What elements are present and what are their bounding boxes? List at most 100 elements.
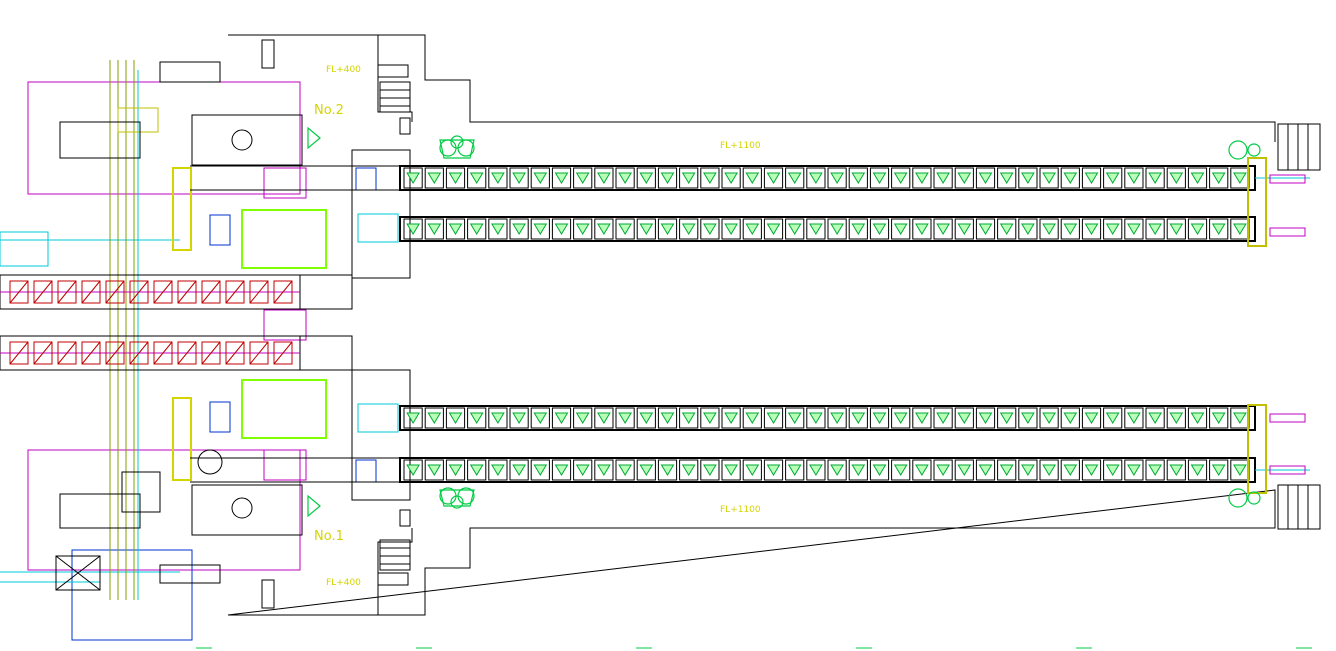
tray-triangle [1190,412,1205,424]
tray-frame [806,459,826,481]
tray-frame [657,218,678,240]
line-number-label-2: No.2 [314,103,344,118]
floor-level-label-top-conveyor: FL+1100 [720,141,761,151]
tray-triangle [1190,172,1205,184]
tray-frame [700,459,720,481]
tray-triangle [745,464,760,476]
conveyor-cell-diagonal [153,280,173,304]
tray-triangle [597,172,611,184]
tray-triangle [1063,412,1078,424]
tray-triangle [1084,464,1099,476]
frame-lines [190,165,1310,483]
conveyor-cell [273,341,293,365]
tray-frame [573,407,593,429]
tray-triangle [787,172,802,184]
tray-triangle [915,464,929,476]
tray-frame [806,167,826,189]
tray-triangle [427,223,442,235]
tray-frame [1145,218,1165,240]
tray-frame [742,218,762,240]
tray-frame [933,218,953,240]
tray-frame [488,218,508,240]
tray-frame [424,407,444,429]
tray-frame [1209,218,1229,240]
tray-frame [912,218,932,240]
tray-triangle [809,464,823,476]
conveyor-cell-diagonal [273,280,293,304]
tray-frame [763,167,784,189]
tray-frame [912,407,932,429]
tray-frame [1018,459,1038,481]
tray-triangle [830,172,844,184]
tray-frame [954,167,974,189]
tray-triangle [406,412,420,424]
tray-triangle [787,412,802,424]
tray-triangle [639,464,654,476]
tray-triangle [957,412,972,424]
tray-frame [1145,167,1165,189]
tray-triangle [830,412,844,424]
tray-frame [827,407,847,429]
tray-triangle [1233,172,1247,184]
tray-triangle [872,223,887,235]
tray-triangle [1148,412,1162,424]
tray-triangle [1021,464,1035,476]
tray-frame [636,218,656,240]
tray-frame [1103,407,1123,429]
tray-frame [445,218,466,240]
tray-triangle [1084,412,1099,424]
tray-frame [869,407,890,429]
tray-frame [721,167,741,189]
floor-level-label-bottom-conveyor: FL+1100 [720,505,761,515]
tray-triangle [851,172,866,184]
tray-frame [1166,167,1186,189]
tray-triangle [999,223,1014,235]
tray-frame [1018,407,1038,429]
tray-triangle [745,223,760,235]
tray-triangle [554,223,569,235]
tray-frame [1145,407,1165,429]
tray-triangle [1127,223,1141,235]
tray-frame [509,167,529,189]
conveyor-cell-diagonal [33,341,53,365]
tray-frame [869,167,890,189]
conveyor-trays [403,167,1250,481]
tray-frame [1187,218,1208,240]
tray-triangle [448,464,463,476]
tray-triangle [1233,412,1247,424]
conveyor-cell-diagonal [105,280,125,304]
tray-triangle [872,172,887,184]
tray-triangle [872,412,887,424]
tray-frame [975,218,996,240]
tray-frame [806,218,826,240]
tray-frame [1081,167,1102,189]
robot-icon [307,126,321,518]
tray-triangle [1169,464,1184,476]
tray-frame [975,167,996,189]
tray-triangle [809,172,823,184]
conveyor-cell [9,341,29,365]
tray-triangle [660,412,675,424]
tray-frame [1060,167,1080,189]
tray-frame [679,218,699,240]
tray-triangle [1127,172,1141,184]
tray-triangle [830,223,844,235]
tray-frame [933,459,953,481]
tray-frame [785,218,805,240]
tray-frame [530,459,550,481]
tray-triangle [1042,464,1056,476]
tray-frame [912,167,932,189]
tray-triangle [533,464,548,476]
conveyor-line-3 [399,405,1256,431]
tray-triangle [681,464,696,476]
cart-icon [439,135,475,159]
tray-triangle [512,223,526,235]
tray-frame [573,459,593,481]
tray-frame [636,167,656,189]
tray-triangle [512,464,526,476]
tray-triangle [766,172,781,184]
tray-frame [636,407,656,429]
tray-triangle [724,464,738,476]
tray-frame [721,459,741,481]
tray-triangle [809,223,823,235]
